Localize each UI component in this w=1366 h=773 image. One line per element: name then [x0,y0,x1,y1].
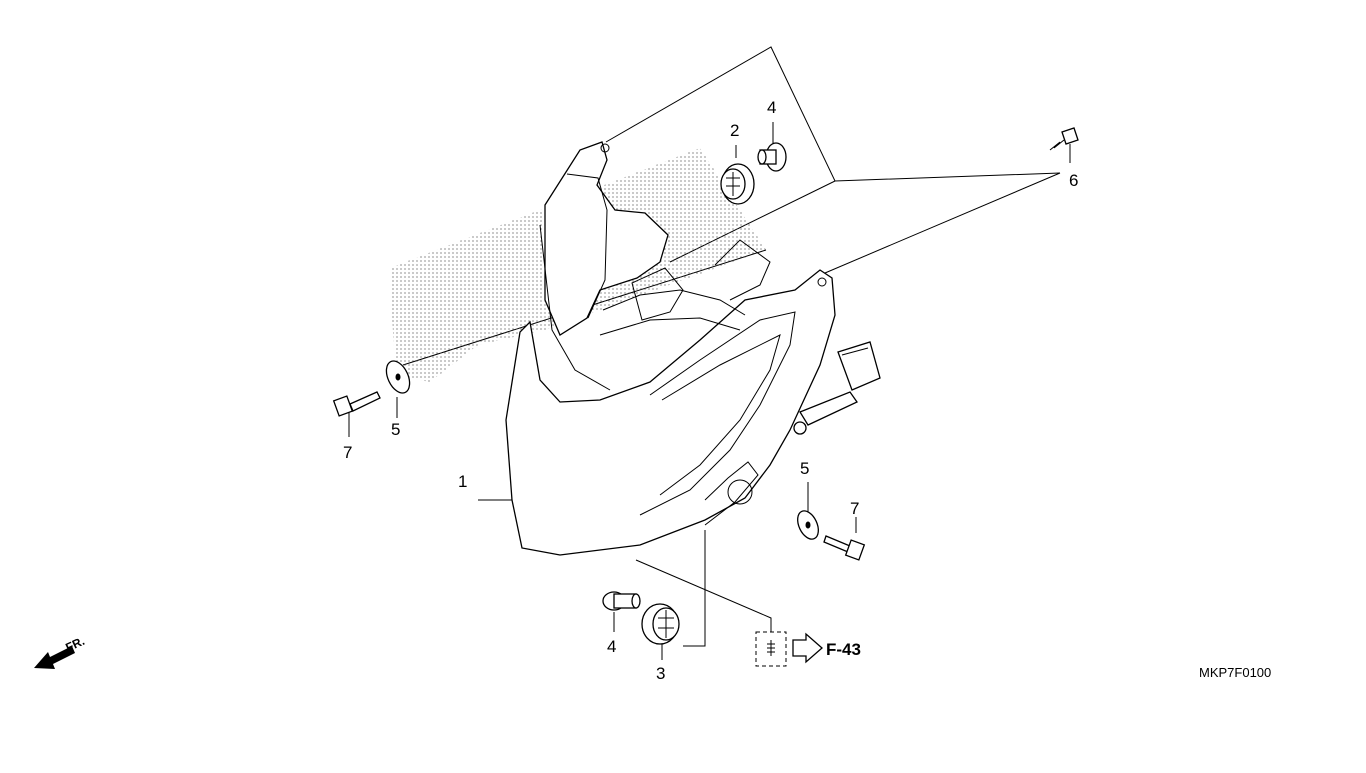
callout-7-left: 7 [343,443,352,462]
collar-upper [757,142,787,172]
callout-3: 3 [656,664,665,683]
callout-numbers: 1 2 3 4 4 5 5 6 7 7 [343,98,1078,683]
grommet-upper [720,163,755,205]
grommet-lower [641,603,680,645]
collar-lower [602,591,641,611]
callout-6: 6 [1069,171,1078,190]
washer-right [797,510,819,540]
direction-label: FR. [63,634,86,655]
diagram-code: MKP7F0100 [1199,665,1271,680]
screw [1049,127,1079,151]
callout-1: 1 [458,472,467,491]
callout-5-left: 5 [391,420,400,439]
bolt-left [332,391,381,417]
callout-2: 2 [730,121,739,140]
front-direction-arrow: FR. [34,634,87,669]
reference-label: F-43 [826,640,861,659]
reference-callout: F-43 [755,631,861,667]
callout-4-upper: 4 [767,98,776,117]
callout-5-right: 5 [800,459,809,478]
washer-left [385,360,411,394]
bolt-right [823,535,866,561]
headlight-assembly [505,141,881,556]
callout-7-right: 7 [850,499,859,518]
callout-4-lower: 4 [607,637,616,656]
